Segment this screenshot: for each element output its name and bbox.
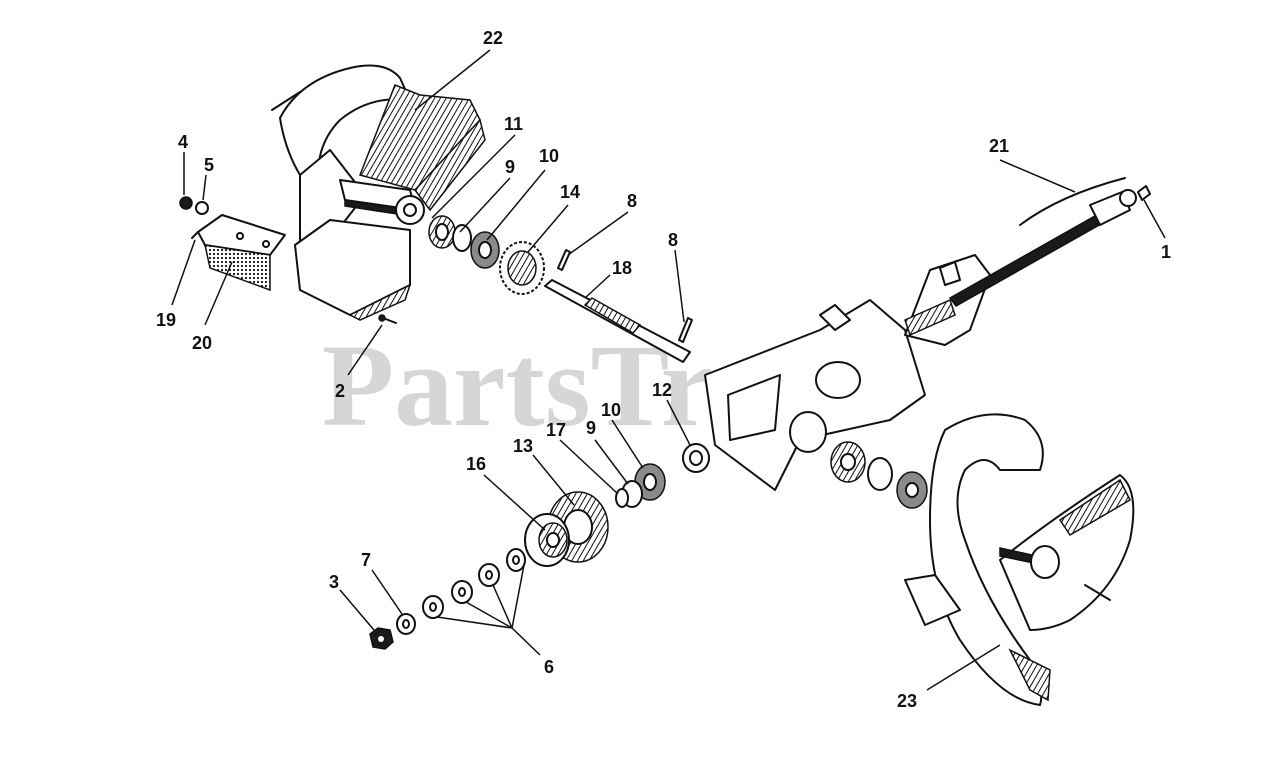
callout-3: 3 — [329, 572, 339, 592]
part-12-seal[interactable] — [682, 443, 710, 473]
right-bearing-set — [830, 441, 928, 509]
callout-23: 23 — [897, 691, 917, 711]
part-16-hub[interactable] — [524, 513, 570, 567]
part-1-pin[interactable] — [1137, 185, 1151, 201]
callout-12: 12 — [652, 380, 672, 400]
gearbox-housing — [704, 254, 991, 491]
part-3-nut[interactable] — [369, 627, 394, 650]
part-8-key-lower[interactable] — [678, 317, 693, 343]
callout-19: 19 — [156, 310, 176, 330]
callout-18: 18 — [612, 258, 632, 278]
callout-2: 2 — [335, 381, 345, 401]
callout-9-lower: 9 — [586, 418, 596, 438]
part-20-bracket[interactable] — [197, 214, 286, 292]
callout-8-upper: 8 — [627, 191, 637, 211]
callout-9: 9 — [505, 157, 515, 177]
callout-labels: 22 11 9 10 14 8 18 8 21 1 4 5 19 20 2 12… — [156, 28, 1171, 711]
part-8-key-upper[interactable] — [557, 249, 571, 271]
part-2-bolt[interactable] — [378, 314, 397, 324]
callout-4: 4 — [178, 132, 188, 152]
callout-10-lower: 10 — [601, 400, 621, 420]
part-11-bearing[interactable] — [428, 215, 456, 249]
part-6-washers[interactable] — [422, 548, 526, 619]
callout-8-lower: 8 — [668, 230, 678, 250]
callout-22: 22 — [483, 28, 503, 48]
callout-17: 17 — [546, 420, 566, 440]
callout-21: 21 — [989, 136, 1009, 156]
leader-lines — [171, 49, 1166, 691]
callout-16: 16 — [466, 454, 486, 474]
part-4-nut[interactable] — [179, 196, 193, 210]
callout-13: 13 — [513, 436, 533, 456]
part-22-upper-auger[interactable] — [271, 64, 486, 321]
callout-1: 1 — [1161, 242, 1171, 262]
callout-7: 7 — [361, 550, 371, 570]
callout-6: 6 — [544, 657, 554, 677]
part-19-bolt[interactable] — [191, 231, 199, 239]
part-10-bearing[interactable] — [470, 231, 500, 269]
part-9-ring[interactable] — [452, 224, 472, 252]
part-7-lock-washer[interactable] — [396, 613, 416, 635]
part-14-gear[interactable] — [499, 241, 545, 295]
callout-11: 11 — [504, 114, 523, 134]
part-18-shaft[interactable] — [544, 279, 691, 363]
callout-20: 20 — [192, 333, 212, 353]
callout-14: 14 — [560, 182, 580, 202]
part-23-lower-auger[interactable] — [904, 413, 1135, 706]
part-5-washer[interactable] — [195, 201, 209, 215]
part-17-spacer[interactable] — [615, 488, 629, 508]
part-21-drive-shaft[interactable] — [948, 177, 1137, 307]
callout-10: 10 — [539, 146, 559, 166]
callout-5: 5 — [204, 155, 214, 175]
